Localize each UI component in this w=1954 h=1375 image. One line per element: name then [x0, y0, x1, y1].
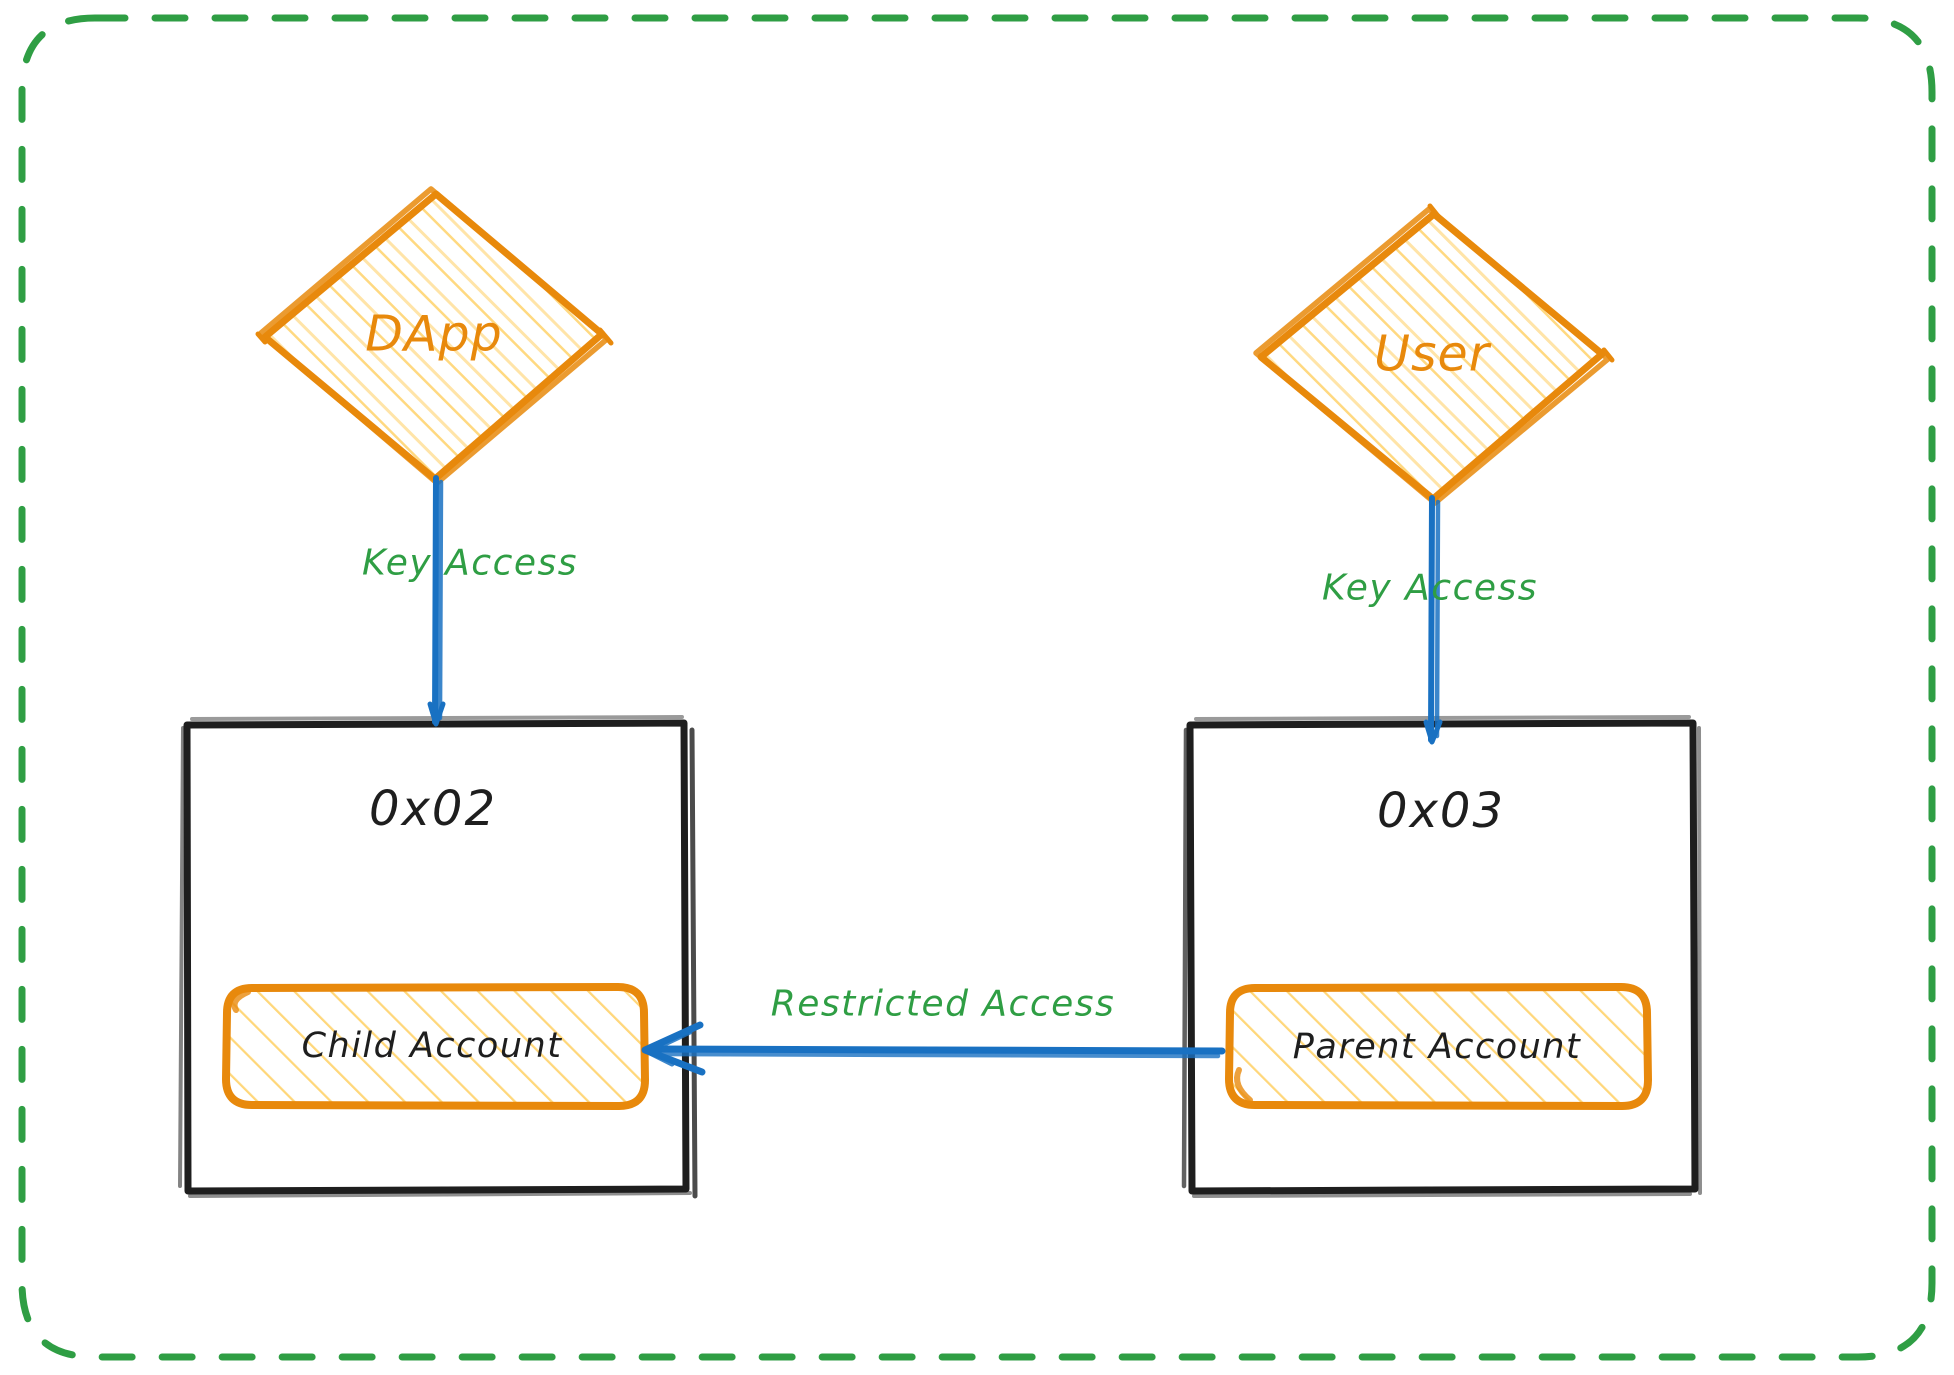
- edge-user-to-parent-account[interactable]: [1423, 495, 1443, 745]
- dapp-node-shape[interactable]: [255, 186, 614, 486]
- parent-account-shape[interactable]: [1225, 983, 1652, 1110]
- child-account-shape[interactable]: [222, 983, 649, 1110]
- flow-blockchain-boundary: [18, 14, 1936, 1361]
- edge-parent-to-child-restricted[interactable]: [641, 1021, 1226, 1076]
- account-box-0x02[interactable]: [178, 715, 698, 1199]
- user-node-shape[interactable]: [1253, 203, 1615, 506]
- account-box-0x03[interactable]: [1181, 715, 1702, 1198]
- edge-dapp-to-child-account[interactable]: [427, 475, 446, 727]
